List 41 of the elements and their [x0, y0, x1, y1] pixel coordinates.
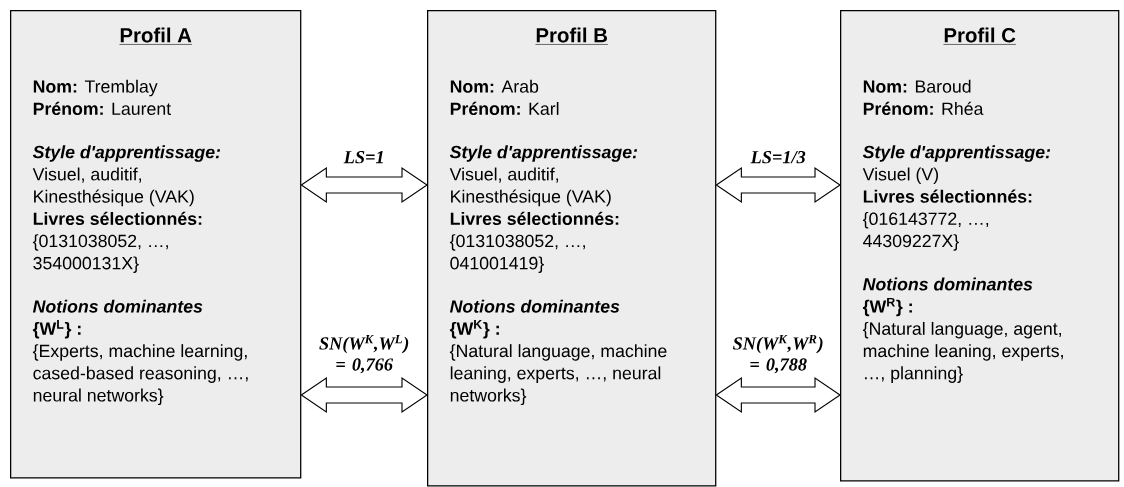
field-heading: Livres sélectionnés: — [33, 211, 202, 225]
field-value: Visuel, auditif, Kinesthésique (VAK) — [449, 167, 611, 207]
field-value: {Experts, machine learning, cased-based reasoning, …, neural networks} — [32, 344, 248, 406]
name-line: Nom: Baroud — [863, 79, 971, 93]
double-arrow — [715, 376, 841, 414]
set-symbol: {W$^{L}$} : — [32, 320, 81, 339]
field-value: {Natural language, agent, machine leaning, experts, …, planning} — [862, 321, 1063, 383]
set-symbol: {W$^{R}$} : — [862, 297, 912, 317]
name-line: Nom: Arab — [450, 79, 539, 93]
field-value: {Natural language, machine leaning, experts, …, neural networks} — [449, 344, 667, 406]
edge-label: SN(W$^{K}$,W$^{L}$) = 0,766 — [319, 334, 409, 374]
double-arrow — [300, 376, 428, 414]
field-heading: Livres sélectionnés: — [863, 189, 1032, 203]
field-heading: Notions dominantes — [862, 277, 1033, 291]
field-value: {016143772, …, 44309227X} — [862, 211, 989, 251]
double-arrow — [300, 166, 428, 204]
first-name-line: Prénom: Laurent — [33, 101, 171, 115]
name-line: Nom: Tremblay — [33, 79, 158, 97]
field-heading: Livres sélectionnés: — [450, 211, 619, 225]
first-name-line: Prénom: Karl — [450, 101, 559, 115]
field-value: Visuel (V) — [862, 167, 938, 185]
profile-box — [10, 10, 302, 479]
double-arrow — [715, 166, 841, 204]
profile-heading: Profil A — [119, 27, 193, 45]
field-value: {0131038052, …, 041001419} — [449, 234, 585, 273]
field-value: {0131038052, …, 354000131X} — [32, 234, 168, 273]
profile-box — [840, 10, 1120, 482]
field-heading: Style d'apprentissage: — [32, 145, 221, 162]
field-heading: Notions dominantes — [32, 299, 203, 313]
edge-label: SN(W$^{K}$,W$^{R}$) = 0,788 — [732, 334, 823, 374]
field-value: Visuel, auditif, Kinesthésique (VAK) — [32, 167, 194, 207]
edge-label: LS=1 — [343, 151, 383, 164]
first-name-line: Prénom: Rhéa — [863, 101, 984, 115]
field-heading: Style d'apprentissage: — [862, 145, 1051, 162]
set-symbol: {W$^{K}$} : — [449, 320, 499, 339]
profile-heading: Profil C — [943, 27, 1017, 45]
edge-label: LS=1/3 — [750, 151, 806, 164]
field-heading: Style d'apprentissage: — [449, 145, 638, 162]
profile-heading: Profil B — [535, 27, 609, 45]
profile-box — [427, 10, 717, 487]
field-heading: Notions dominantes — [449, 299, 620, 313]
